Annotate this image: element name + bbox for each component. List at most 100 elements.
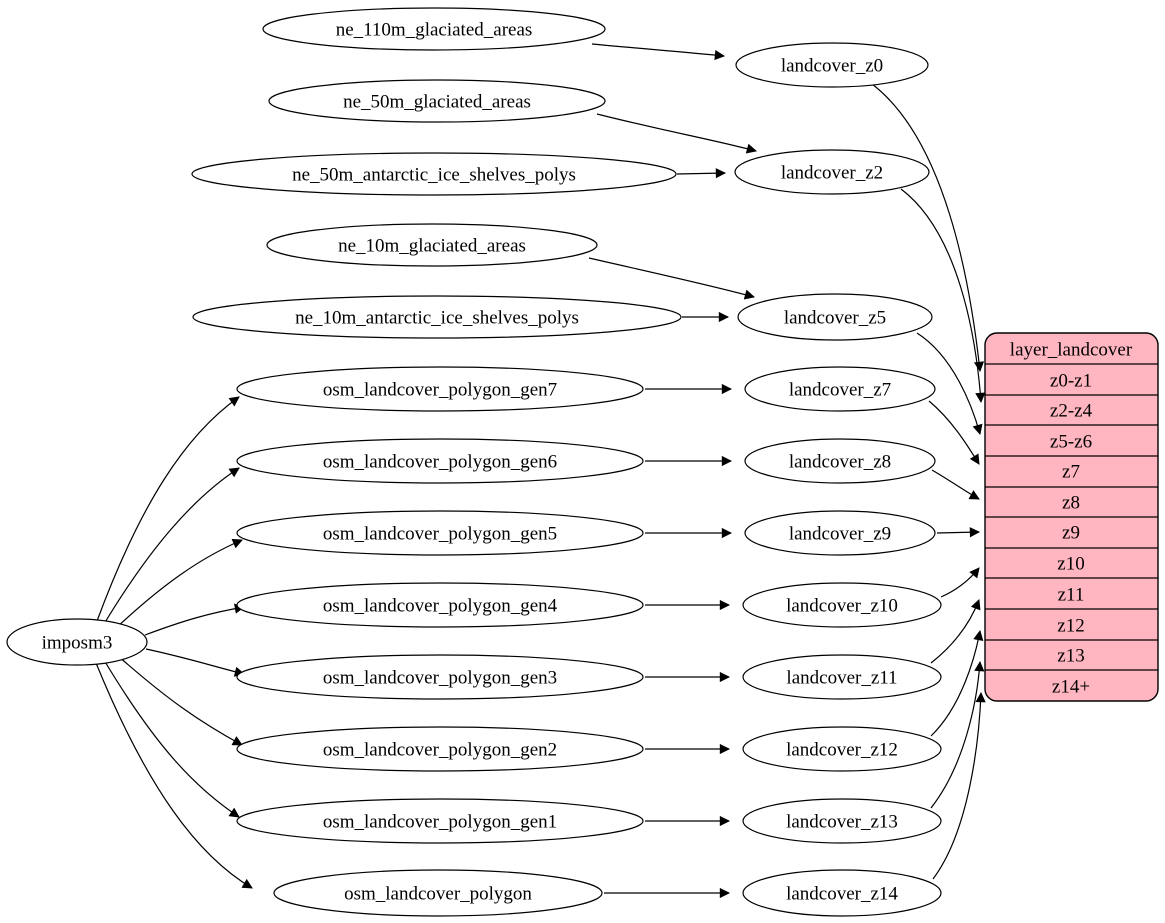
node-label: landcover_z10 bbox=[786, 596, 898, 617]
edge-z11-to-row-z11 bbox=[930, 599, 981, 664]
record-row-z2-z4: z2-z4 bbox=[1050, 401, 1093, 422]
node-ne-50m-antarctic-ice-shelves-polys: ne_50m_antarctic_ice_shelves_polys bbox=[191, 152, 677, 196]
edge-ne50m-antarctic-to-z2 bbox=[676, 168, 727, 179]
node-landcover-z11: landcover_z11 bbox=[742, 654, 942, 700]
node-ellipse bbox=[742, 582, 942, 628]
node-label: landcover_z11 bbox=[786, 668, 897, 689]
record-row-z5-z6: z5-z6 bbox=[1050, 432, 1092, 453]
node-osm-landcover-polygon-gen6: osm_landcover_polygon_gen6 bbox=[236, 438, 644, 484]
node-label: landcover_z0 bbox=[781, 56, 883, 77]
edge-z5-to-row-z5-z6 bbox=[916, 332, 983, 435]
node-ellipse bbox=[744, 438, 936, 484]
node-label: ne_50m_glaciated_areas bbox=[343, 92, 531, 113]
node-ellipse bbox=[236, 366, 644, 412]
node-label: landcover_z5 bbox=[784, 308, 886, 329]
record-row-z9: z9 bbox=[1062, 523, 1080, 544]
record-row-z14plus: z14+ bbox=[1052, 677, 1090, 698]
edge-ne50m-glaciated-to-z2 bbox=[596, 113, 757, 154]
edge-group-osm-to-landcover bbox=[604, 383, 733, 899]
node-label: landcover_z9 bbox=[789, 524, 891, 545]
node-osm-landcover-polygon-gen5: osm_landcover_polygon_gen5 bbox=[236, 510, 644, 556]
edge-z9-to-row-z9 bbox=[936, 527, 981, 538]
node-ellipse bbox=[236, 438, 644, 484]
edge-ne10m-glaciated-to-z5 bbox=[588, 257, 755, 300]
record-row-z7: z7 bbox=[1062, 462, 1080, 483]
node-landcover-z0: landcover_z0 bbox=[735, 42, 929, 88]
node-ellipse bbox=[737, 293, 933, 341]
edge-imposm3-to-gen5 bbox=[114, 538, 243, 630]
edge-imposm3-to-polygon bbox=[95, 662, 253, 889]
edge-z12-to-row-z12 bbox=[930, 629, 984, 737]
node-ellipse bbox=[734, 149, 930, 195]
edge-imposm3-to-gen1 bbox=[103, 659, 240, 818]
edge-z0-to-row-z0-z1 bbox=[871, 83, 985, 373]
node-label: osm_landcover_polygon_gen6 bbox=[323, 452, 557, 473]
node-ellipse bbox=[744, 366, 936, 412]
edge-group-ne-sources bbox=[588, 43, 757, 323]
record-row-z13: z13 bbox=[1057, 646, 1084, 667]
node-label: landcover_z14 bbox=[786, 884, 898, 905]
edge-imposm3-to-gen3 bbox=[145, 648, 245, 677]
edge-z8-to-row-z8 bbox=[931, 469, 980, 500]
edge-z2-to-row-z2-z4 bbox=[900, 188, 986, 404]
edge-z7-to-row-z7 bbox=[928, 400, 980, 465]
node-ellipse bbox=[742, 726, 942, 772]
node-ne-110m-glaciated-areas: ne_110m_glaciated_areas bbox=[262, 7, 606, 51]
record-layer-landcover: layer_landcover z0-z1 z2-z4 z5-z6 z7 z8 … bbox=[984, 332, 1159, 702]
record-row-z0-z1: z0-z1 bbox=[1050, 371, 1092, 392]
node-label: osm_landcover_polygon_gen3 bbox=[323, 668, 557, 689]
node-label: ne_110m_glaciated_areas bbox=[336, 20, 533, 41]
node-ellipse bbox=[268, 79, 606, 123]
node-osm-landcover-polygon-gen1: osm_landcover_polygon_gen1 bbox=[236, 798, 644, 844]
node-ellipse bbox=[262, 7, 606, 51]
node-ne-10m-antarctic-ice-shelves-polys: ne_10m_antarctic_ice_shelves_polys bbox=[192, 295, 682, 339]
node-osm-landcover-polygon-gen3: osm_landcover_polygon_gen3 bbox=[236, 654, 644, 700]
node-landcover-z13: landcover_z13 bbox=[742, 798, 942, 844]
node-label: osm_landcover_polygon_gen1 bbox=[323, 812, 557, 833]
node-osm-landcover-polygon-gen2: osm_landcover_polygon_gen2 bbox=[236, 726, 644, 772]
node-ellipse bbox=[192, 295, 682, 339]
node-label: landcover_z7 bbox=[789, 380, 891, 401]
node-label: landcover_z12 bbox=[786, 740, 898, 761]
node-osm-landcover-polygon-gen4: osm_landcover_polygon_gen4 bbox=[236, 582, 644, 628]
record-row-z10: z10 bbox=[1057, 554, 1084, 575]
node-label: imposm3 bbox=[42, 633, 113, 654]
record-row-z8: z8 bbox=[1062, 493, 1080, 514]
node-landcover-z2: landcover_z2 bbox=[734, 149, 930, 195]
node-ellipse bbox=[6, 618, 148, 666]
node-ellipse bbox=[273, 869, 603, 917]
edge-z13-to-row-z13 bbox=[930, 660, 985, 809]
node-label: landcover_z2 bbox=[781, 163, 883, 184]
node-label: landcover_z13 bbox=[786, 812, 898, 833]
node-ellipse bbox=[742, 798, 942, 844]
edge-imposm3-to-gen2 bbox=[116, 654, 243, 746]
node-ne-50m-glaciated-areas: ne_50m_glaciated_areas bbox=[268, 79, 606, 123]
node-ellipse bbox=[266, 223, 598, 267]
node-ellipse bbox=[236, 798, 644, 844]
node-ellipse bbox=[742, 869, 942, 917]
node-imposm3: imposm3 bbox=[6, 618, 148, 666]
node-landcover-z12: landcover_z12 bbox=[742, 726, 942, 772]
node-osm-landcover-polygon-gen7: osm_landcover_polygon_gen7 bbox=[236, 366, 644, 412]
node-landcover-z5: landcover_z5 bbox=[737, 293, 933, 341]
edge-z14-to-row-z14plus bbox=[932, 691, 986, 880]
record-row-z12: z12 bbox=[1057, 616, 1084, 637]
node-landcover-z9: landcover_z9 bbox=[744, 510, 936, 556]
record-row-z11: z11 bbox=[1058, 585, 1085, 606]
node-ellipse bbox=[236, 582, 644, 628]
node-ellipse bbox=[191, 152, 677, 196]
node-osm-landcover-polygon: osm_landcover_polygon bbox=[273, 869, 603, 917]
edge-ne110m-to-z0 bbox=[591, 43, 726, 61]
record-title: layer_landcover bbox=[1010, 340, 1133, 361]
node-label: osm_landcover_polygon_gen4 bbox=[323, 596, 558, 617]
node-ellipse bbox=[744, 510, 936, 556]
node-landcover-z7: landcover_z7 bbox=[744, 366, 936, 412]
edge-imposm3-to-gen7 bbox=[96, 396, 240, 622]
node-landcover-z14: landcover_z14 bbox=[742, 869, 942, 917]
node-ellipse bbox=[236, 726, 644, 772]
node-label: osm_landcover_polygon_gen5 bbox=[323, 524, 557, 545]
node-ellipse bbox=[735, 42, 929, 88]
edge-imposm3-to-gen6 bbox=[103, 467, 240, 625]
